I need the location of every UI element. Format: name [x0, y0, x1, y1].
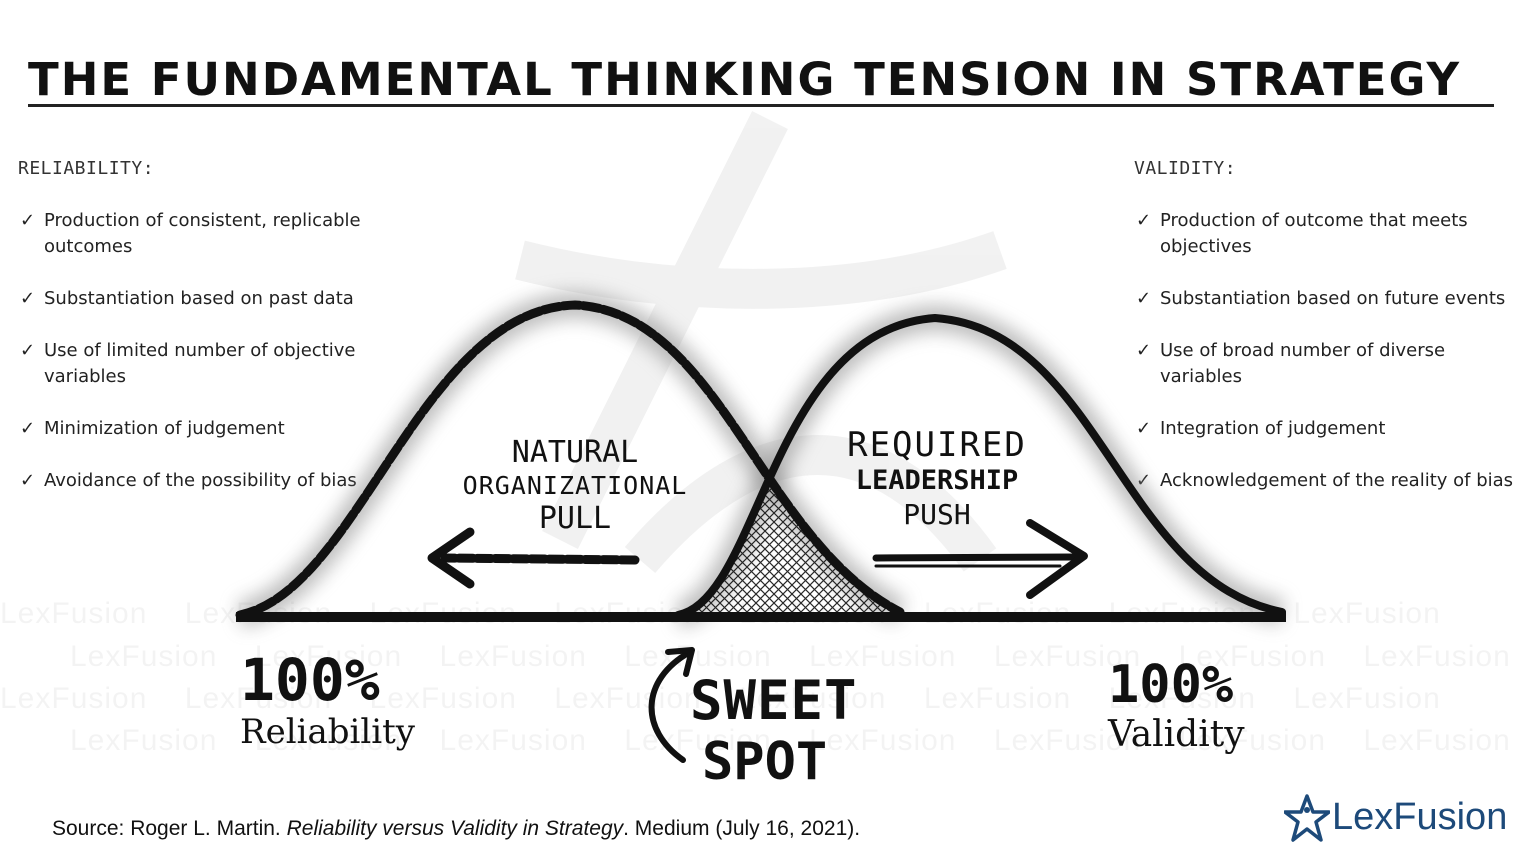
sweet-spot-label: SWEET SPOT [690, 669, 870, 793]
label-line: SWEET [690, 669, 858, 732]
list-item: ✓ Integration of judgement [1134, 416, 1529, 442]
checkmark-icon: ✓ [20, 418, 36, 439]
checkmark-icon: ✓ [20, 210, 36, 231]
list-item: ✓ Use of limited number of objective vari… [18, 338, 390, 390]
background-star-watermark [515, 111, 1007, 574]
list-item: ✓ Use of broad number of diverse variable… [1134, 338, 1529, 390]
list-item-text: Minimization of judgement [44, 418, 285, 439]
list-item-text: Integration of judgement [1160, 418, 1386, 439]
reliability-list: ✓ Production of consistent, replicable ou… [18, 208, 390, 520]
checkmark-icon: ✓ [20, 340, 36, 361]
label-line: ORGANIZATIONAL [462, 471, 688, 500]
endpoint-value: 100% [240, 646, 380, 714]
star-figure-icon [1284, 794, 1330, 842]
label-line: NATURAL [511, 435, 639, 470]
label-line: REQUIRED [847, 425, 1027, 465]
endpoint-value: 100% [1108, 655, 1234, 715]
push-arrow-icon [872, 519, 1088, 599]
page-title: THE FUNDAMENTAL THINKING TENSION IN STRA… [28, 53, 1462, 106]
list-item-text: Avoidance of the possibility of bias [44, 470, 357, 491]
reliability-endpoint: 100% Reliability [240, 648, 420, 752]
reliability-heading: RELIABILITY: [18, 158, 155, 179]
logo-wordmark: LexFusion [1332, 796, 1508, 838]
checkmark-icon: ✓ [1136, 288, 1152, 309]
checkmark-icon: ✓ [20, 288, 36, 309]
sweet-spot-arrow-icon [648, 647, 695, 763]
checkmark-icon: ✓ [1136, 210, 1152, 231]
source-title: Reliability versus Validity in Strategy [286, 817, 624, 840]
label-line: PULL [538, 501, 612, 536]
list-item: ✓ Minimization of judgement [18, 416, 390, 442]
list-item-text: Production of consistent, replicable out… [44, 210, 361, 257]
baseline-axis [236, 612, 1286, 622]
pull-arrow-icon [427, 527, 640, 589]
list-item: ✓ Substantiation based on past data [18, 286, 390, 312]
list-item: ✓ Production of consistent, replicable ou… [18, 208, 390, 260]
validity-heading: VALIDITY: [1134, 158, 1237, 179]
label-line: LEADERSHIP [855, 465, 1019, 496]
list-item-text: Production of outcome that meets objecti… [1160, 210, 1468, 257]
endpoint-label: Reliability [240, 712, 415, 752]
list-item: ✓ Substantiation based on future events [1134, 286, 1529, 312]
leadership-push-label: REQUIRED LEADERSHIP PUSH [822, 426, 1052, 532]
endpoint-label: Validity [1108, 714, 1245, 755]
checkmark-icon: ✓ [20, 470, 36, 491]
list-item-text: Use of limited number of objective varia… [44, 340, 356, 387]
list-item-text: Substantiation based on past data [44, 288, 354, 309]
validity-list: ✓ Production of outcome that meets object… [1134, 208, 1529, 520]
checkmark-icon: ✓ [1136, 340, 1152, 361]
title-underline [28, 104, 1494, 107]
label-line: PUSH [903, 498, 971, 531]
list-item: ✓ Avoidance of the possibility of bias [18, 468, 390, 494]
reliability-bell-curve [235, 300, 905, 620]
source-citation: Source: Roger L. Martin. Reliability ver… [52, 817, 861, 840]
list-item-text: Substantiation based on future events [1160, 288, 1506, 309]
validity-endpoint: 100% Validity [1108, 656, 1298, 756]
lexfusion-logo: LexFusion [1284, 792, 1524, 846]
checkmark-icon: ✓ [1136, 418, 1152, 439]
label-line: SPOT [702, 732, 828, 792]
list-item-text: Use of broad number of diverse variables [1160, 340, 1446, 387]
list-item: ✓ Production of outcome that meets object… [1134, 208, 1529, 260]
list-item-text: Acknowledgement of the reality of bias [1160, 470, 1514, 491]
validity-bell-curve [674, 313, 1286, 619]
natural-pull-label: NATURAL ORGANIZATIONAL PULL [430, 436, 720, 536]
